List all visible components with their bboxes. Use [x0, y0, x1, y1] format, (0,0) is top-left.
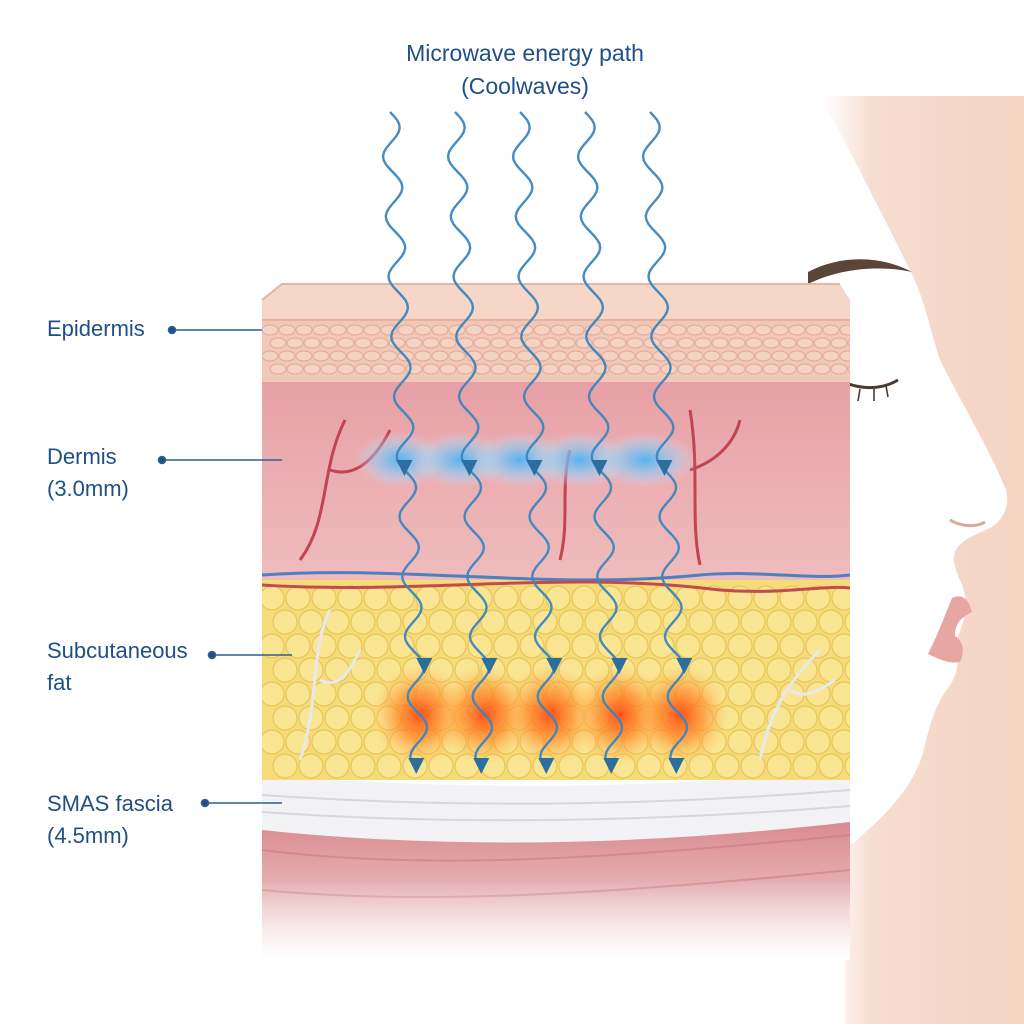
label-dermis: Dermis (3.0mm): [47, 444, 129, 501]
diagram-title: Microwave energy path (Coolwaves): [330, 37, 720, 103]
title-line-1: Microwave energy path: [406, 40, 644, 66]
microwave-waves: [381, 111, 693, 774]
nostril: [949, 518, 986, 528]
face-profile: [820, 96, 1024, 1024]
eyebrow: [808, 259, 912, 284]
label-subcutaneous-fat: Subcutaneous fat: [47, 638, 188, 695]
title-line-2: (Coolwaves): [461, 73, 589, 99]
smas-fascia-layer: [262, 770, 850, 843]
label-smas-fascia: SMAS fascia (4.5mm): [47, 791, 173, 848]
epidermal-cells: [262, 324, 850, 375]
label-epidermis: Epidermis: [47, 316, 145, 341]
lips: [928, 596, 972, 663]
leader-lines: [157, 325, 292, 808]
